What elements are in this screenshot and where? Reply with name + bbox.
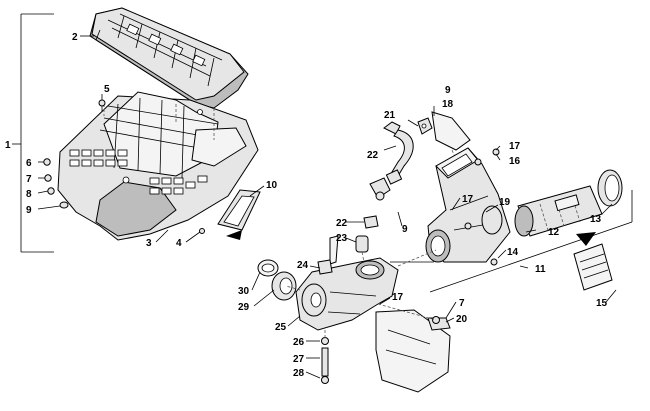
callout-14: 14 (507, 247, 519, 258)
callout-2: 2 (72, 32, 78, 43)
callout-9-mid: 9 (402, 224, 408, 235)
air-filter-element (514, 185, 603, 237)
callout-8: 8 (26, 189, 32, 200)
callout-10: 10 (266, 180, 278, 191)
direction-arrow-right (576, 232, 596, 246)
assembly-bracket (12, 13, 54, 253)
stud-and-nuts (321, 337, 329, 384)
callout-17-lower: 17 (392, 292, 404, 303)
intake-boot-and-clamp (257, 259, 297, 301)
callout-12: 12 (548, 227, 560, 238)
callout-24: 24 (297, 260, 309, 271)
callout-17-mid: 17 (462, 194, 474, 205)
callout-22-lower: 22 (336, 218, 348, 229)
callout-20: 20 (456, 314, 468, 325)
callout-17-upper: 17 (509, 141, 521, 152)
callout-11: 11 (535, 264, 546, 275)
callout-27: 27 (293, 354, 305, 365)
callout-30: 30 (238, 286, 250, 297)
callout-3: 3 (146, 238, 152, 249)
callout-13: 13 (590, 214, 602, 225)
callout-21: 21 (384, 110, 396, 121)
lower-mount-bracket (375, 309, 451, 393)
breather-hose-assembly (369, 117, 433, 201)
lower-intake-elbow (295, 257, 399, 331)
intake-seal-gasket (217, 189, 261, 231)
callout-16: 16 (509, 156, 521, 167)
vent-hose-fittings (317, 215, 379, 275)
callout-1: 1 (5, 140, 11, 151)
direction-arrow-left (226, 230, 242, 240)
callout-9: 9 (26, 205, 32, 216)
callout-7: 7 (26, 174, 32, 185)
callout-26: 26 (293, 337, 305, 348)
callout-22-upper: 22 (367, 150, 379, 161)
callout-9-bracket: 9 (445, 85, 451, 96)
filter-bracket (573, 243, 613, 291)
callout-25: 25 (275, 322, 287, 333)
intake-silencer-cover (89, 7, 249, 109)
callout-15: 15 (596, 298, 608, 309)
intake-base-frame (57, 91, 259, 241)
base-grille (69, 149, 208, 195)
callout-18: 18 (442, 99, 454, 110)
filter-clamp-ring (597, 169, 623, 207)
callout-6: 6 (26, 158, 32, 169)
callout-23: 23 (336, 233, 348, 244)
callout-5: 5 (104, 84, 110, 95)
leader-lines (37, 35, 617, 379)
callout-29: 29 (238, 302, 250, 313)
callout-labels: 1 2 3 4 5 6 7 8 9 10 9 18 21 22 17 16 19… (5, 32, 608, 379)
callout-4: 4 (176, 238, 182, 249)
callout-28: 28 (293, 368, 305, 379)
callout-7-lower: 7 (459, 298, 465, 309)
callout-19: 19 (499, 197, 511, 208)
assembly-bracket-11 (390, 190, 633, 293)
air-intake-duct (425, 147, 511, 266)
left-fasteners (43, 99, 205, 234)
